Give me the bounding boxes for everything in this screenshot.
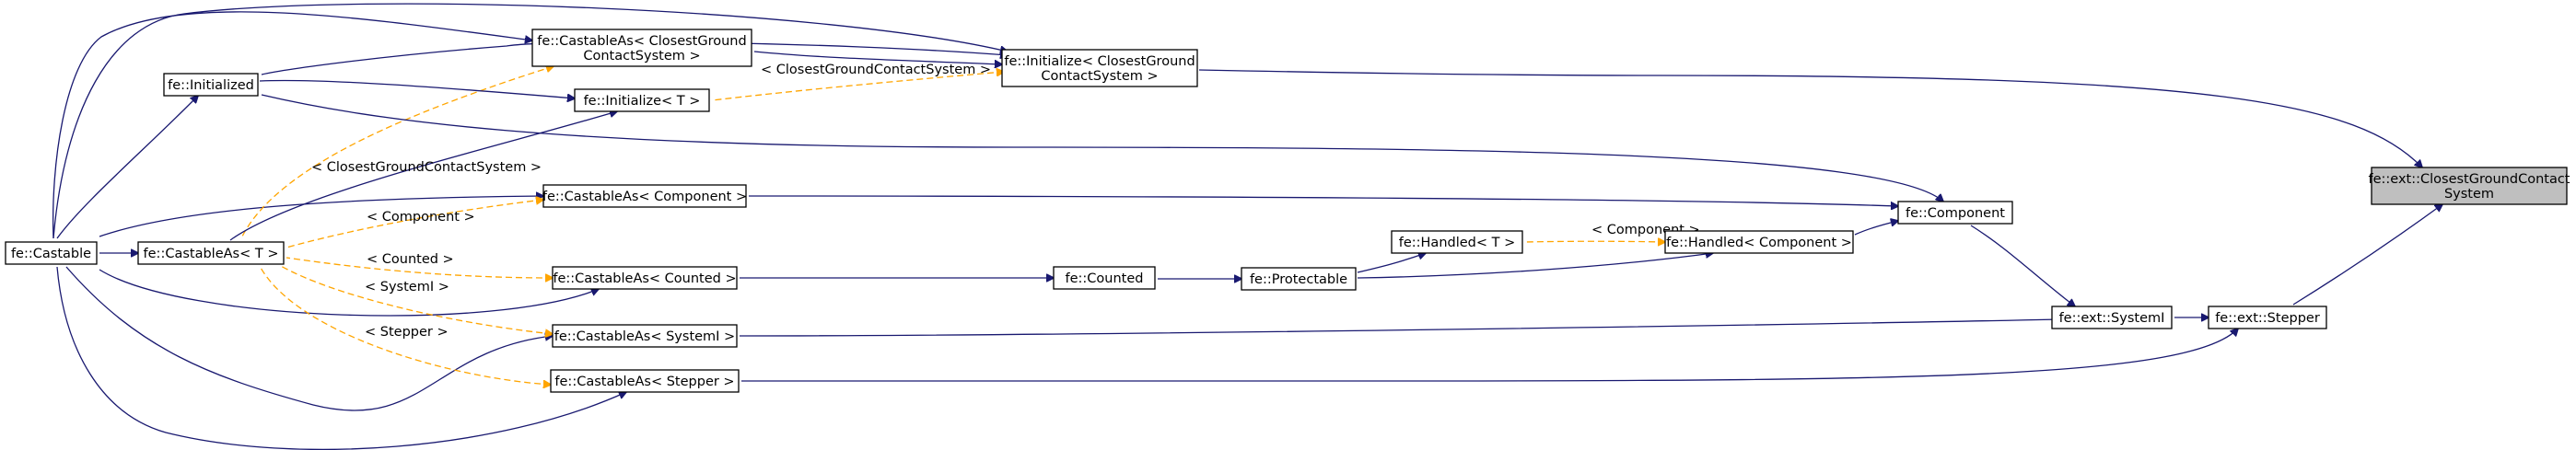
- class-node-castable[interactable]: fe::Castable: [5, 241, 98, 265]
- edge-label-castableAsT-to-castableAsCounted: < Counted >: [367, 252, 454, 267]
- inheritance-edge-castableAsComponent-to-castable: [99, 196, 543, 237]
- class-node-handledComponent[interactable]: fe::Handled< Component >: [1664, 230, 1854, 254]
- inheritance-edge-handledComponent-to-component: [1854, 221, 1898, 236]
- class-node-label: fe::CastableAs< Counted >: [553, 271, 736, 286]
- nodes-layer: fe::Castable fe::CastableAs< T > fe::Initi…: [5, 29, 2570, 393]
- edge-label-castableAsT-to-castableAsComponent: < Component >: [367, 210, 475, 225]
- class-node-initializeCGCS[interactable]: fe::Initialize< ClosestGroundContactSyst…: [1001, 49, 1198, 87]
- class-node-label: fe::Initialized: [168, 78, 254, 93]
- class-node-castableAsCounted[interactable]: fe::CastableAs< Counted >: [552, 266, 738, 290]
- class-node-box[interactable]: [552, 266, 738, 290]
- inheritance-edge-initialized-to-component: [261, 94, 1943, 202]
- edge-label-castableAsT-to-castableAsSystemI: < SystemI >: [365, 280, 449, 294]
- inheritance-edge-castableAsStepper-to-stepper: [741, 329, 2238, 382]
- class-node-label: fe::CastableAs< T >: [144, 247, 279, 261]
- class-node-protectable[interactable]: fe::Protectable: [1241, 267, 1357, 291]
- class-node-box[interactable]: [5, 241, 98, 265]
- template-edge-castableAsT-to-castableAsCGCS: [240, 66, 554, 239]
- inheritance-edge-castableAsSystemI-to-castable: [65, 266, 553, 411]
- class-node-label: System: [2444, 187, 2494, 202]
- inheritance-edge-initializeCGCS-to-castable: [52, 3, 1008, 239]
- edge-label-castableAsT-to-castableAsCGCS: < ClosestGroundContactSystem >: [311, 160, 542, 175]
- class-node-box[interactable]: [552, 324, 738, 348]
- template-edge-handledT-to-handledComponent: [1524, 241, 1665, 242]
- inheritance-edge-castableAsStepper-to-castable: [56, 266, 626, 450]
- class-node-label: fe::Handled< T >: [1399, 236, 1516, 250]
- class-node-label: fe::CastableAs< SystemI >: [554, 329, 735, 344]
- template-edge-castableAsT-to-castableAsComponent: [286, 200, 543, 248]
- class-node-label: ContactSystem >: [583, 49, 700, 63]
- class-node-label: fe::CastableAs< Stepper >: [554, 375, 734, 389]
- inheritance-edge-castableAsSystemI-to-systemI: [739, 319, 2061, 337]
- edge-labels-layer: < ClosestGroundContactSystem > < Componen…: [311, 63, 1700, 340]
- inheritance-edge-castableAsCGCS-to-castable: [52, 11, 532, 239]
- class-node-label: fe::ext::ClosestGroundContact: [2369, 172, 2570, 187]
- inheritance-edge-initialized-to-initializeT: [259, 79, 575, 98]
- inheritance-edge-protectable-to-handledT: [1357, 253, 1426, 273]
- edges-layer: [52, 3, 2442, 450]
- class-node-box[interactable]: [531, 29, 752, 67]
- class-node-box[interactable]: [550, 369, 740, 393]
- class-node-box[interactable]: [542, 184, 747, 208]
- class-node-label: fe::Component: [1906, 206, 2005, 221]
- class-node-label: fe::CastableAs< Component >: [542, 190, 747, 204]
- class-node-label: fe::Castable: [11, 247, 91, 261]
- class-node-initializeT[interactable]: fe::Initialize< T >: [574, 88, 710, 112]
- class-node-box[interactable]: [1053, 266, 1156, 290]
- class-node-box[interactable]: [574, 88, 710, 112]
- class-node-castableAsT[interactable]: fe::CastableAs< T >: [137, 241, 285, 265]
- inheritance-edge-castableAsCGCS-to-initializeCGCS: [753, 51, 1002, 64]
- class-node-label: fe::ext::SystemI: [2059, 311, 2165, 326]
- class-node-box[interactable]: [2051, 306, 2173, 329]
- class-node-castableAsCGCS[interactable]: fe::CastableAs< ClosestGroundContactSyst…: [531, 29, 752, 67]
- template-edge-initializeT-to-initializeCGCS: [711, 72, 1004, 101]
- class-node-label: ContactSystem >: [1041, 69, 1158, 84]
- class-node-cgcs[interactable]: fe::ext::ClosestGroundContactSystem: [2369, 167, 2570, 205]
- class-node-systemI[interactable]: fe::ext::SystemI: [2051, 306, 2173, 329]
- class-node-box[interactable]: [1001, 49, 1198, 87]
- class-node-castableAsSystemI[interactable]: fe::CastableAs< SystemI >: [552, 324, 738, 348]
- class-node-castableAsStepper[interactable]: fe::CastableAs< Stepper >: [550, 369, 740, 393]
- class-node-stepper[interactable]: fe::ext::Stepper: [2208, 306, 2327, 329]
- class-node-box[interactable]: [137, 241, 285, 265]
- edge-label-initializeT-to-initializeCGCS: < ClosestGroundContactSystem >: [761, 63, 991, 77]
- class-node-box[interactable]: [2208, 306, 2327, 329]
- inheritance-edge-initializeCGCS-to-cgcs: [1198, 69, 2422, 167]
- class-node-box[interactable]: [1664, 230, 1854, 254]
- class-node-handledT[interactable]: fe::Handled< T >: [1391, 230, 1523, 254]
- class-node-box[interactable]: [1897, 201, 2013, 225]
- class-node-label: fe::Initialize< ClosestGround: [1004, 54, 1195, 69]
- template-edge-castableAsT-to-castableAsCounted: [286, 257, 553, 278]
- template-edge-castableAsT-to-castableAsStepper: [259, 265, 551, 385]
- class-node-label: fe::ext::Stepper: [2215, 311, 2320, 326]
- class-node-castableAsComponent[interactable]: fe::CastableAs< Component >: [542, 184, 747, 208]
- inheritance-edge-protectable-to-handledComponent: [1357, 253, 1713, 279]
- inheritance-edge-initialized-to-initializeCGCS: [261, 41, 1008, 75]
- inheritance-edge-castableAsComponent-to-component: [748, 195, 1898, 206]
- class-node-counted[interactable]: fe::Counted: [1053, 266, 1156, 290]
- class-node-label: fe::Handled< Component >: [1666, 236, 1852, 250]
- template-edge-castableAsT-to-castableAsSystemI: [280, 265, 553, 334]
- class-node-box[interactable]: [1241, 267, 1357, 291]
- class-node-box[interactable]: [1391, 230, 1523, 254]
- class-node-initialized[interactable]: fe::Initialized: [163, 73, 259, 97]
- class-node-label: fe::CastableAs< ClosestGround: [537, 34, 746, 49]
- class-node-box[interactable]: [163, 73, 259, 97]
- inheritance-edge-castableAsCounted-to-castable: [99, 269, 599, 317]
- inheritance-edge-castableAsT-to-initializeT: [229, 111, 617, 241]
- class-node-component[interactable]: fe::Component: [1897, 201, 2013, 225]
- class-node-label: fe::Counted: [1066, 271, 1144, 286]
- edge-label-castableAsT-to-castableAsStepper: < Stepper >: [365, 325, 449, 340]
- inheritance-edge-initialized-to-castable: [56, 96, 198, 239]
- class-node-label: fe::Initialize< T >: [584, 94, 701, 109]
- class-node-box[interactable]: [2371, 167, 2568, 205]
- class-node-label: fe::Protectable: [1250, 272, 1347, 287]
- inheritance-edge-stepper-to-cgcs: [2292, 204, 2442, 306]
- inheritance-edge-component-to-systemI: [1970, 225, 2075, 306]
